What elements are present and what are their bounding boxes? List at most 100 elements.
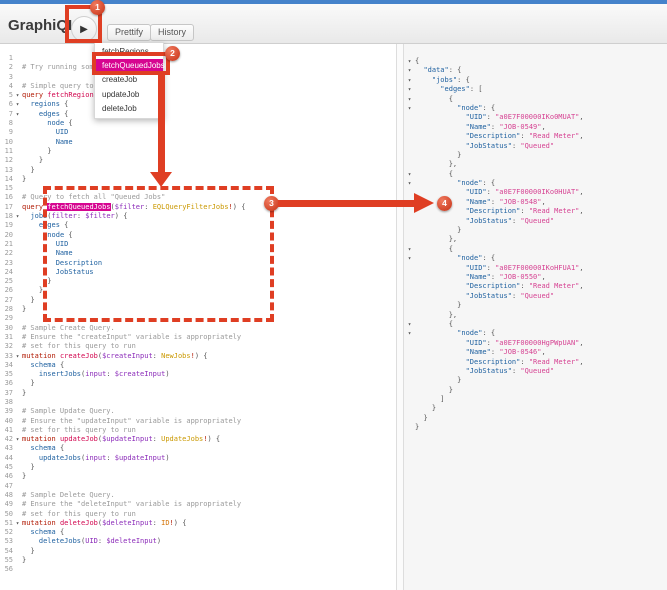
code-line: 47	[0, 482, 396, 491]
fold-arrow-icon	[404, 423, 415, 432]
fold-arrow-icon	[13, 286, 22, 295]
fold-arrow-icon	[13, 398, 22, 407]
fold-arrow-icon[interactable]: ▾	[407, 104, 412, 112]
result-line: "Description": "Read Meter",	[404, 358, 667, 367]
fold-arrow-icon	[13, 444, 22, 453]
annotation-step-1: 1	[90, 0, 105, 15]
fold-arrow-icon[interactable]: ▾	[407, 255, 412, 263]
fold-arrow-icon	[404, 123, 415, 132]
result-line: "JobStatus": "Queued"	[404, 292, 667, 301]
line-number: 48	[4, 490, 13, 499]
line-number: 24	[4, 267, 13, 276]
annotation-down-arrow-shaft	[158, 74, 165, 172]
result-line: "Name": "JOB-0549",	[404, 123, 667, 132]
fold-arrow-icon	[13, 314, 22, 323]
code-line: 18▾ jobs(filter: $filter) {	[0, 212, 396, 221]
line-number: 46	[4, 472, 13, 481]
annotation-dashed-box	[43, 186, 274, 322]
fold-arrow-icon	[13, 491, 22, 500]
play-icon: ▶	[80, 23, 88, 35]
fold-arrow-icon	[13, 268, 22, 277]
code-line: 19 edges {	[0, 221, 396, 230]
fold-arrow-icon[interactable]: ▾	[407, 58, 412, 65]
code-line: 23 Description	[0, 259, 396, 268]
fold-arrow-icon	[13, 138, 22, 147]
code-line: 39 # Sample Update Query.	[0, 407, 396, 416]
code-line: 36 }	[0, 379, 396, 388]
toolbar: GraphiQL ▶ Prettify History	[0, 4, 667, 44]
annotation-right-arrow-head	[414, 193, 434, 213]
fold-arrow-icon[interactable]: ▾	[15, 110, 20, 118]
fold-arrow-icon	[404, 358, 415, 367]
fold-arrow-icon[interactable]: ▾	[407, 180, 412, 188]
line-number: 2	[8, 63, 13, 72]
fold-arrow-icon	[13, 547, 22, 556]
result-line: ▾ "data": {	[404, 66, 667, 75]
fold-arrow-icon	[404, 292, 415, 301]
fold-arrow-icon[interactable]: ▾	[15, 101, 20, 109]
fold-arrow-icon	[404, 235, 415, 244]
fold-arrow-icon[interactable]: ▾	[407, 170, 412, 178]
history-button[interactable]: History	[150, 24, 195, 41]
result-line: "UID": "a0E7F00000IKo0MUAT",	[404, 113, 667, 122]
line-number: 50	[4, 509, 13, 518]
fold-arrow-icon	[404, 386, 415, 395]
fold-arrow-icon[interactable]: ▾	[407, 245, 412, 253]
result-line: ▾ "node": {	[404, 254, 667, 263]
code-line: 53 deleteJobs(UID: $deleteInput)	[0, 537, 396, 546]
fold-arrow-icon	[13, 510, 22, 519]
prettify-button[interactable]: Prettify	[107, 24, 152, 41]
result-line: },	[404, 311, 667, 320]
fold-arrow-icon	[404, 367, 415, 376]
code-line: 27 }	[0, 296, 396, 305]
fold-arrow-icon[interactable]: ▾	[407, 86, 412, 94]
dropdown-item-fetchRegions[interactable]: fetchRegions	[102, 47, 149, 56]
code-line: 37 }	[0, 389, 396, 398]
fold-arrow-icon	[13, 73, 22, 82]
line-number: 8	[8, 119, 13, 128]
line-number: 55	[4, 556, 13, 565]
code-line: 5▾query fetchRegions {	[0, 91, 396, 100]
fold-arrow-icon	[404, 311, 415, 320]
browser-top-strip	[0, 0, 667, 4]
code-line: 13 }	[0, 166, 396, 175]
code-line: 55 }	[0, 556, 396, 565]
dropdown-item-updateJob[interactable]: updateJob	[102, 89, 140, 99]
fold-arrow-icon[interactable]: ▾	[15, 519, 20, 527]
result-line: },	[404, 235, 667, 244]
result-line: ▾ "node": {	[404, 329, 667, 338]
fold-arrow-icon[interactable]: ▾	[407, 320, 412, 328]
dropdown-item-fetchQueuedJobs[interactable]: fetchQueuedJobs	[95, 59, 165, 74]
line-number: 23	[4, 258, 13, 267]
line-number: 21	[4, 239, 13, 248]
annotation-right-arrow-shaft	[278, 200, 415, 207]
fold-arrow-icon	[13, 231, 22, 240]
line-number: 3	[8, 72, 13, 81]
fold-arrow-icon	[13, 147, 22, 156]
fold-arrow-icon[interactable]: ▾	[407, 67, 412, 75]
result-line: }	[404, 404, 667, 413]
code-line: 15	[0, 184, 396, 193]
fold-arrow-icon[interactable]: ▾	[15, 213, 20, 221]
fold-arrow-icon	[13, 324, 22, 333]
result-line: ▾{	[404, 57, 667, 66]
execute-query-button[interactable]: ▶	[71, 16, 97, 42]
dropdown-item-deleteJob[interactable]: deleteJob	[102, 103, 137, 113]
pane-divider[interactable]	[396, 44, 404, 590]
fold-arrow-icon	[404, 414, 415, 423]
fold-arrow-icon[interactable]: ▾	[407, 330, 412, 338]
line-number: 32	[4, 342, 13, 351]
line-number: 13	[4, 165, 13, 174]
result-line: }	[404, 386, 667, 395]
code-line: 7▾ edges {	[0, 110, 396, 119]
fold-arrow-icon[interactable]: ▾	[15, 92, 20, 100]
fold-arrow-icon[interactable]: ▾	[407, 95, 412, 103]
result-line: "Name": "JOB-0550",	[404, 273, 667, 282]
fold-arrow-icon[interactable]: ▾	[407, 76, 412, 84]
code-line: 17 query fetchQueuedJobs($filter: EQLQue…	[0, 202, 396, 212]
dropdown-item-createJob[interactable]: createJob	[102, 75, 138, 85]
fold-arrow-icon[interactable]: ▾	[15, 436, 20, 444]
fold-arrow-icon[interactable]: ▾	[15, 352, 20, 360]
